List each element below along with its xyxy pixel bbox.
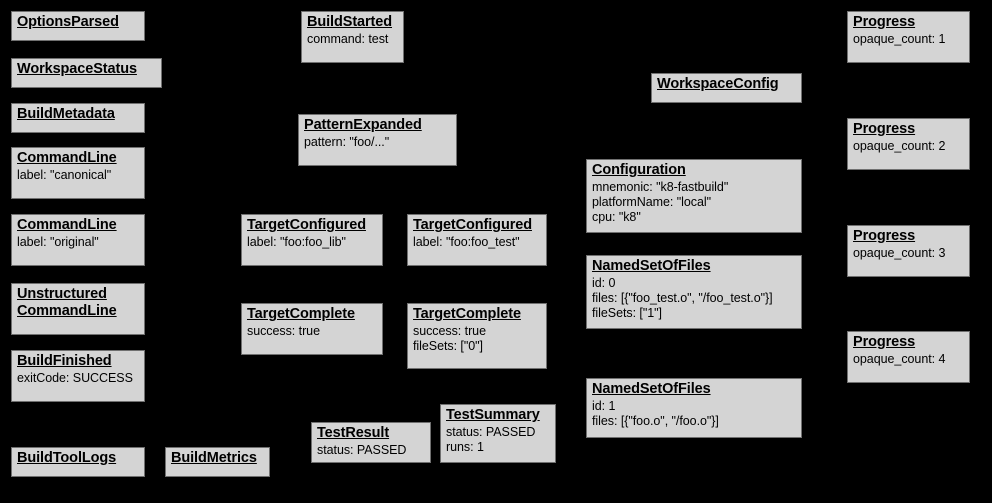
node-target-configured-lib[interactable]: TargetConfigured label: "foo:foo_lib" xyxy=(241,214,383,266)
node-test-result[interactable]: TestResult status: PASSED xyxy=(311,422,431,463)
node-progress-2[interactable]: Progress opaque_count: 2 xyxy=(847,118,970,170)
node-attributes: label: "canonical" xyxy=(17,168,112,183)
node-title: TargetComplete xyxy=(247,306,355,322)
node-attributes: success: true xyxy=(247,324,320,339)
node-title: NamedSetOfFiles xyxy=(592,381,711,397)
node-title: TestSummary xyxy=(446,407,540,423)
node-title: Progress xyxy=(853,228,916,244)
node-title: NamedSetOfFiles xyxy=(592,258,711,274)
node-command-line-canonical[interactable]: CommandLine label: "canonical" xyxy=(11,147,145,199)
node-attributes: label: "original" xyxy=(17,235,99,250)
node-title: PatternExpanded xyxy=(304,117,422,133)
node-attributes: opaque_count: 4 xyxy=(853,352,946,367)
node-title: BuildMetadata xyxy=(17,106,115,122)
node-attributes: opaque_count: 2 xyxy=(853,139,946,154)
node-title: CommandLine xyxy=(17,217,117,233)
node-attributes: opaque_count: 1 xyxy=(853,32,946,47)
node-attributes: status: PASSED xyxy=(317,443,407,458)
node-attributes: command: test xyxy=(307,32,389,47)
node-unstructured-command-line[interactable]: Unstructured CommandLine xyxy=(11,283,145,335)
node-title: OptionsParsed xyxy=(17,14,119,30)
node-workspace-config[interactable]: WorkspaceConfig xyxy=(651,73,802,103)
node-progress-4[interactable]: Progress opaque_count: 4 xyxy=(847,331,970,383)
node-build-finished[interactable]: BuildFinished exitCode: SUCCESS xyxy=(11,350,145,402)
node-progress-3[interactable]: Progress opaque_count: 3 xyxy=(847,225,970,277)
node-command-line-original[interactable]: CommandLine label: "original" xyxy=(11,214,145,266)
node-named-set-of-files-0[interactable]: NamedSetOfFiles id: 0 files: [{"foo_test.… xyxy=(586,255,802,329)
node-title: Progress xyxy=(853,121,916,137)
node-attributes: label: "foo:foo_test" xyxy=(413,235,520,250)
node-title: Configuration xyxy=(592,162,686,178)
node-title: BuildStarted xyxy=(307,14,393,30)
node-build-metadata[interactable]: BuildMetadata xyxy=(11,103,145,133)
node-title: TestResult xyxy=(317,425,390,441)
node-title: WorkspaceConfig xyxy=(657,76,779,92)
node-target-configured-test[interactable]: TargetConfigured label: "foo:foo_test" xyxy=(407,214,547,266)
node-test-summary[interactable]: TestSummary status: PASSED runs: 1 xyxy=(440,404,556,463)
node-build-metrics[interactable]: BuildMetrics xyxy=(165,447,270,477)
node-title: CommandLine xyxy=(17,150,117,166)
node-title: TargetConfigured xyxy=(413,217,532,233)
node-target-complete-lib[interactable]: TargetComplete success: true xyxy=(241,303,383,355)
node-attributes: label: "foo:foo_lib" xyxy=(247,235,346,250)
node-attributes: status: PASSED runs: 1 xyxy=(446,425,536,454)
node-named-set-of-files-1[interactable]: NamedSetOfFiles id: 1 files: [{"foo.o", "… xyxy=(586,378,802,438)
node-title: Progress xyxy=(853,14,916,30)
node-build-tool-logs[interactable]: BuildToolLogs xyxy=(11,447,145,477)
node-attributes: pattern: "foo/..." xyxy=(304,135,390,150)
node-progress-1[interactable]: Progress opaque_count: 1 xyxy=(847,11,970,63)
node-attributes: success: true fileSets: ["0"] xyxy=(413,324,486,353)
node-attributes: id: 0 files: [{"foo_test.o", "/foo_test.… xyxy=(592,276,773,320)
node-title: BuildToolLogs xyxy=(17,450,117,466)
node-target-complete-test[interactable]: TargetComplete success: true fileSets: ["… xyxy=(407,303,547,369)
node-attributes: mnemonic: "k8-fastbuild" platformName: "… xyxy=(592,180,729,224)
node-pattern-expanded[interactable]: PatternExpanded pattern: "foo/..." xyxy=(298,114,457,166)
node-title: BuildFinished xyxy=(17,353,112,369)
node-title: TargetConfigured xyxy=(247,217,366,233)
node-configuration[interactable]: Configuration mnemonic: "k8-fastbuild" pl… xyxy=(586,159,802,233)
node-title: WorkspaceStatus xyxy=(17,61,137,77)
node-attributes: id: 1 files: [{"foo.o", "/foo.o"}] xyxy=(592,399,719,428)
node-build-started[interactable]: BuildStarted command: test xyxy=(301,11,404,63)
node-attributes: exitCode: SUCCESS xyxy=(17,371,133,386)
node-title: Unstructured CommandLine xyxy=(17,286,117,320)
node-attributes: opaque_count: 3 xyxy=(853,246,946,261)
node-options-parsed[interactable]: OptionsParsed xyxy=(11,11,145,41)
node-title: TargetComplete xyxy=(413,306,521,322)
node-title: BuildMetrics xyxy=(171,450,257,466)
node-workspace-status[interactable]: WorkspaceStatus xyxy=(11,58,162,88)
node-title: Progress xyxy=(853,334,916,350)
